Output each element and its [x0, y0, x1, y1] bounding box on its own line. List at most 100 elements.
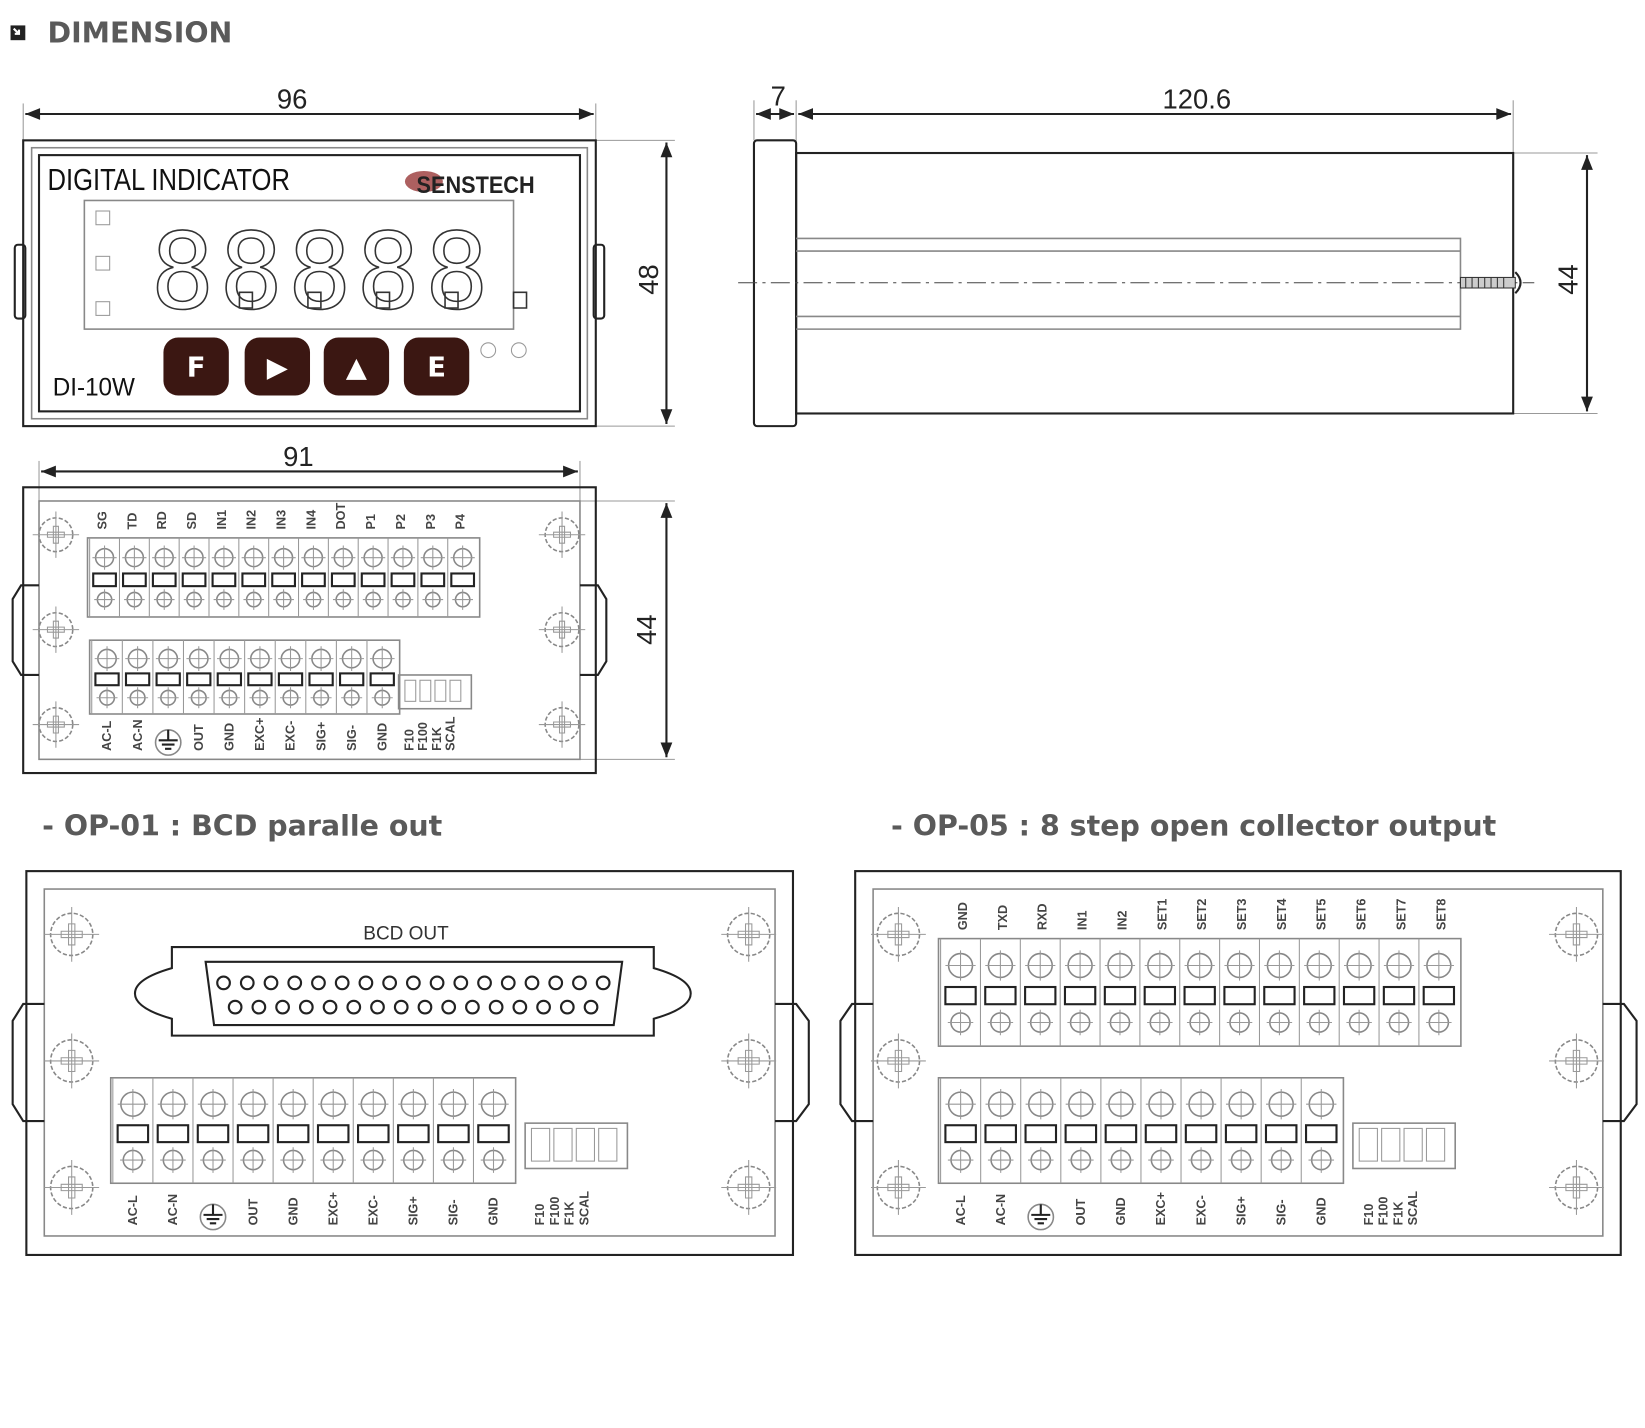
terminal[interactable] — [1378, 938, 1416, 1047]
dimension-depth: 120.6 — [1163, 84, 1232, 115]
terminal[interactable] — [472, 1077, 510, 1184]
shift-button[interactable]: ▶ — [244, 337, 311, 396]
terminal[interactable] — [1100, 1077, 1138, 1184]
terminal[interactable] — [232, 1077, 270, 1184]
terminal[interactable] — [1179, 938, 1216, 1047]
terminal[interactable] — [178, 537, 207, 617]
terminal[interactable] — [387, 537, 416, 617]
terminal-label: GND — [286, 1197, 300, 1225]
terminal[interactable] — [91, 640, 120, 715]
terminal[interactable] — [392, 1077, 430, 1184]
terminal[interactable] — [447, 537, 476, 617]
terminal[interactable] — [1298, 938, 1336, 1047]
terminal[interactable] — [940, 1077, 977, 1184]
terminal[interactable] — [208, 537, 237, 617]
terminal[interactable] — [1219, 938, 1256, 1047]
terminal[interactable] — [112, 1077, 150, 1184]
terminal-screw-icon — [1344, 950, 1375, 981]
terminal-screw-icon — [153, 589, 175, 610]
terminal[interactable] — [312, 1077, 350, 1184]
terminal[interactable] — [980, 1077, 1017, 1184]
terminal[interactable] — [268, 537, 296, 617]
terminal-screw-icon — [358, 1088, 389, 1120]
up-button[interactable]: ▲ — [323, 337, 390, 396]
terminal[interactable] — [1338, 938, 1376, 1047]
terminal[interactable] — [1180, 1077, 1218, 1184]
terminal[interactable] — [432, 1077, 470, 1184]
terminal[interactable] — [121, 640, 151, 715]
terminal[interactable] — [1019, 938, 1057, 1047]
terminal[interactable] — [1020, 1077, 1058, 1184]
terminal[interactable] — [366, 640, 395, 715]
terminal[interactable] — [979, 938, 1017, 1047]
terminal[interactable] — [272, 1077, 310, 1184]
terminal[interactable] — [152, 640, 181, 715]
connector-pin — [548, 975, 564, 991]
terminal-screw-icon — [197, 1088, 229, 1120]
terminal[interactable] — [352, 1077, 390, 1184]
terminal-label: TD — [125, 513, 139, 530]
front-buttons: F ▶▲E — [163, 337, 470, 396]
terminal[interactable] — [182, 640, 212, 715]
terminal[interactable] — [357, 537, 386, 617]
terminal-label: SET1 — [1155, 899, 1169, 931]
terminal-label: GND — [1114, 1197, 1128, 1225]
svg-text:SENSTECH: SENSTECH — [417, 172, 535, 199]
terminal-screw-icon — [945, 1088, 976, 1120]
terminal[interactable] — [152, 1077, 190, 1184]
button-label: F — [187, 353, 206, 384]
terminal-label: SIG- — [447, 1199, 461, 1225]
terminal-screw-icon — [160, 1147, 186, 1173]
terminal[interactable] — [1300, 1077, 1338, 1184]
terminal-label: AC-N — [166, 1194, 180, 1226]
terminal[interactable] — [238, 537, 267, 617]
op05-heading: - OP-05 : 8 step open collector output — [891, 809, 1496, 842]
terminal[interactable] — [89, 537, 117, 617]
display-digit: 8. — [219, 210, 346, 333]
terminal[interactable] — [417, 537, 446, 617]
terminal[interactable] — [1258, 938, 1296, 1047]
terminal-label: SG — [96, 511, 110, 529]
terminal[interactable] — [274, 640, 304, 715]
terminal-label: SIG+ — [314, 722, 328, 751]
terminal-screw-icon — [1184, 950, 1215, 981]
terminal-screw-icon — [362, 589, 384, 610]
terminal[interactable] — [1099, 938, 1137, 1047]
terminal[interactable] — [297, 537, 326, 617]
terminal[interactable] — [244, 640, 273, 715]
display-window — [83, 199, 515, 330]
function-button[interactable]: F — [163, 337, 229, 396]
terminal[interactable] — [148, 537, 177, 617]
terminal-screw-icon — [1188, 1147, 1214, 1173]
terminal-label: TXD — [996, 905, 1010, 930]
terminal-label: OUT — [246, 1198, 260, 1225]
terminal[interactable] — [118, 537, 147, 617]
terminal[interactable] — [192, 1077, 230, 1184]
terminal-screw-icon — [985, 1088, 1016, 1120]
terminal[interactable] — [1139, 938, 1177, 1047]
terminal[interactable] — [305, 640, 334, 715]
terminal[interactable] — [1220, 1077, 1258, 1184]
terminal[interactable] — [1260, 1077, 1298, 1184]
terminal[interactable] — [1059, 938, 1097, 1047]
terminal[interactable] — [940, 938, 977, 1047]
terminal[interactable] — [335, 640, 365, 715]
terminal-screw-icon — [390, 545, 416, 570]
terminal[interactable] — [327, 537, 356, 617]
terminal[interactable] — [1060, 1077, 1098, 1184]
connector-pin — [559, 999, 575, 1015]
terminal-screw-icon — [211, 545, 237, 570]
connector-pin — [298, 999, 314, 1015]
terminal-label: IN2 — [245, 510, 259, 530]
terminal[interactable] — [213, 640, 243, 715]
terminal[interactable] — [1418, 938, 1456, 1047]
terminal-screw-icon — [249, 687, 271, 709]
terminal-screw-icon — [438, 1088, 469, 1120]
terminal[interactable] — [1140, 1077, 1178, 1184]
terminal-screw-icon — [1185, 1088, 1217, 1120]
enter-button[interactable]: E — [403, 337, 470, 396]
